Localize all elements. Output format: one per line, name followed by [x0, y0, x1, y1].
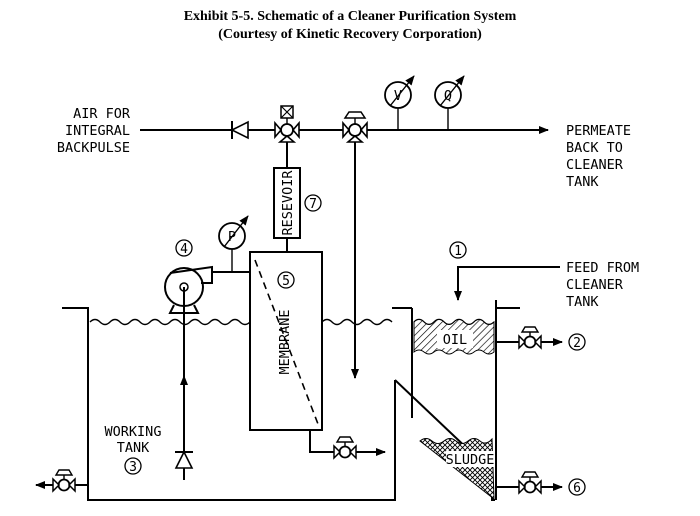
check-valve — [230, 120, 249, 140]
permeate-label-line4: TANK — [566, 174, 599, 190]
svg-text:7: 7 — [309, 197, 317, 212]
svg-text:3: 3 — [129, 460, 137, 475]
sludge-outlet-valve — [518, 471, 542, 495]
figure-subtitle: (Courtesy of Kinetic Recovery Corporatio… — [218, 27, 482, 42]
permeate-label-line3: CLEANER — [566, 157, 624, 173]
oil-outlet-valve — [518, 326, 542, 350]
svg-text:2: 2 — [573, 336, 581, 351]
working-tank-label-line1: WORKING — [105, 424, 162, 440]
gauge-q-label: Q — [444, 88, 452, 104]
callout-5: 5 — [277, 271, 295, 289]
svg-text:5: 5 — [282, 274, 290, 289]
flow-meter-v: V — [384, 75, 415, 130]
membrane-label: MEMBRANE — [277, 309, 293, 374]
air-label-line1: AIR FOR — [73, 106, 131, 122]
callout-7: 7 — [304, 194, 322, 212]
permeate-label-line2: BACK TO — [566, 140, 623, 156]
svg-text:4: 4 — [180, 242, 188, 257]
flow-meter-q: Q — [434, 75, 465, 130]
suction-check-valve — [174, 450, 194, 469]
callout-2: 2 — [568, 333, 586, 351]
feed-label-line1: FEED FROM — [566, 260, 639, 276]
permeate-valve — [342, 111, 368, 143]
callout-1: 1 — [449, 241, 467, 259]
permeate-label-line1: PERMEATE — [566, 123, 631, 139]
air-label-line3: BACKPULSE — [57, 140, 130, 156]
sludge-layer — [419, 437, 495, 501]
figure-title: Exhibit 5-5. Schematic of a Cleaner Puri… — [183, 9, 517, 24]
callout-6: 6 — [568, 478, 586, 496]
air-label-line2: INTEGRAL — [65, 123, 130, 139]
gauge-p-label: P — [228, 229, 236, 245]
sludge-label: SLUDGE — [446, 452, 495, 468]
three-way-valve-air — [274, 105, 300, 143]
feed-label-line3: TANK — [566, 294, 599, 310]
reservoir — [273, 167, 301, 239]
tank-drain-valve — [52, 469, 76, 493]
svg-text:1: 1 — [454, 244, 462, 259]
callout-4: 4 — [175, 239, 193, 257]
concentrate-valve — [333, 436, 357, 460]
pressure-gauge: P — [218, 215, 249, 272]
gauge-v-label: V — [394, 88, 402, 104]
reservoir-label: RESEVOIR — [280, 170, 296, 236]
callout-3: 3 — [124, 457, 142, 475]
svg-text:6: 6 — [573, 481, 581, 496]
working-tank-label-line2: TANK — [117, 440, 150, 456]
oil-label: OIL — [443, 332, 467, 348]
feed-line — [454, 266, 560, 301]
pump — [164, 265, 213, 314]
feed-label-line2: CLEANER — [566, 277, 624, 293]
